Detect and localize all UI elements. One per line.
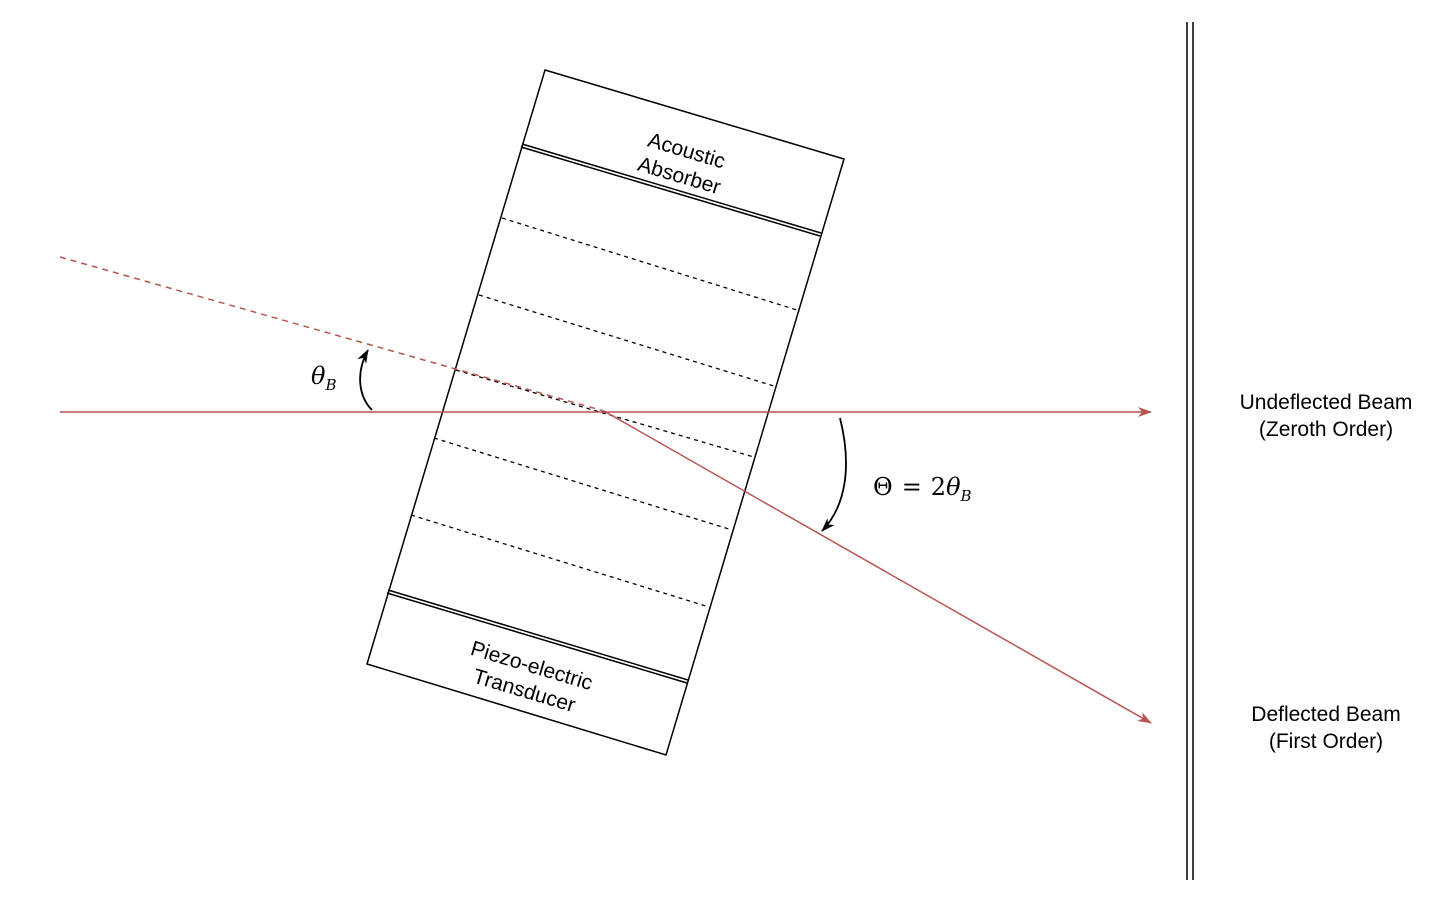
beams (59, 256, 1152, 724)
absorber-label: Acoustic Absorber (635, 129, 728, 199)
acoustic-wavefronts (410, 217, 801, 608)
transducer-boundary (386, 589, 689, 684)
bragg-angle-arc (357, 349, 373, 411)
wavefront (410, 514, 710, 608)
deflection-angle-arc (821, 417, 847, 532)
absorber-boundary (520, 143, 822, 237)
wavefront (478, 294, 778, 388)
crystal (366, 69, 845, 756)
wavefront (433, 437, 733, 531)
undeflected-label-line1: Undeflected Beam (1240, 391, 1413, 414)
crystal-outline (366, 69, 845, 756)
wavefront (501, 217, 801, 312)
screen (1186, 22, 1194, 880)
deflected-beam (603, 410, 1152, 724)
deflected-label-line2: (First Order) (1269, 730, 1383, 753)
bragg-angle-label: θB (311, 362, 336, 394)
deflected-beam-label: Deflected Beam (First Order) (1251, 703, 1400, 753)
undeflected-beam-label: Undeflected Beam (Zeroth Order) (1240, 391, 1413, 441)
deflected-label-line1: Deflected Beam (1251, 703, 1400, 726)
wavefront (455, 369, 755, 458)
deflection-angle-label: Θ=2θB (873, 473, 972, 505)
angle-arcs (357, 349, 847, 532)
undeflected-label-line2: (Zeroth Order) (1259, 418, 1393, 441)
